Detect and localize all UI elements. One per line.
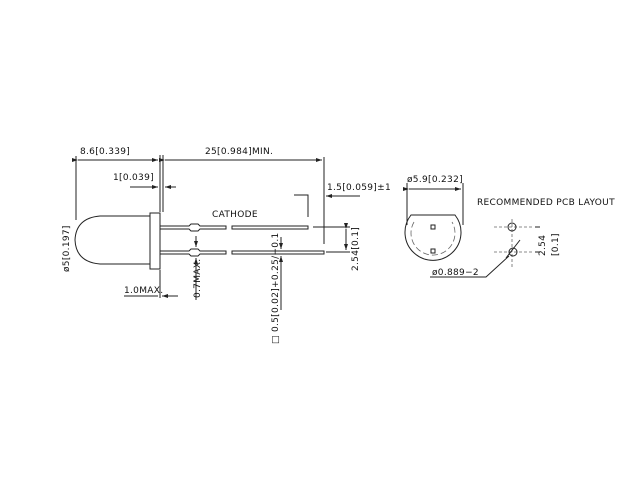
dim-flange-diameter: ø5.9[0.232] [407, 175, 463, 185]
dim-lead-offset: 1.5[0.059]±1 [327, 183, 391, 193]
led-side-view [74, 212, 325, 270]
dim-flange-max: 1.0MAX. [124, 286, 163, 296]
dim-body-diameter: ø5[0.197] [62, 225, 72, 272]
dim-lead-length: 25[0.984]MIN. [205, 147, 273, 157]
pcb-layout-title: RECOMMENDED PCB LAYOUT [477, 198, 615, 208]
dim-standoff-max: 0.7MAX. [193, 259, 203, 298]
dim-hole-diameter: ø0.889−2 [432, 268, 479, 278]
lead-square-2 [430, 248, 436, 254]
pcb-hole-1 [507, 222, 517, 232]
pcb-spacing-mm: 2.54 [538, 235, 548, 256]
lead-upper [160, 223, 227, 232]
pcb-spacing-in: [0.1] [551, 233, 561, 256]
dim-lead-spacing: 2.54[0.1] [351, 227, 361, 271]
led-dome-body [74, 215, 150, 265]
dim-body-length: 8.6[0.339] [80, 147, 130, 157]
dim-lead-size: □ 0.5[0.02]+0.25/−0.1 [271, 232, 281, 344]
led-end-view [403, 183, 464, 261]
flange-outline [404, 214, 462, 261]
dimension-lines [72, 155, 360, 310]
dim-flange-thickness: 1[0.039] [113, 173, 154, 183]
pcb-layout [430, 219, 540, 278]
lead-lower-end [231, 250, 325, 255]
lead-lower [160, 248, 227, 257]
led-flange [149, 212, 161, 270]
lead-square-1 [430, 224, 436, 230]
cathode-label: CATHODE [212, 210, 258, 220]
pcb-hole-2 [508, 247, 518, 257]
lead-upper-end [231, 225, 309, 230]
